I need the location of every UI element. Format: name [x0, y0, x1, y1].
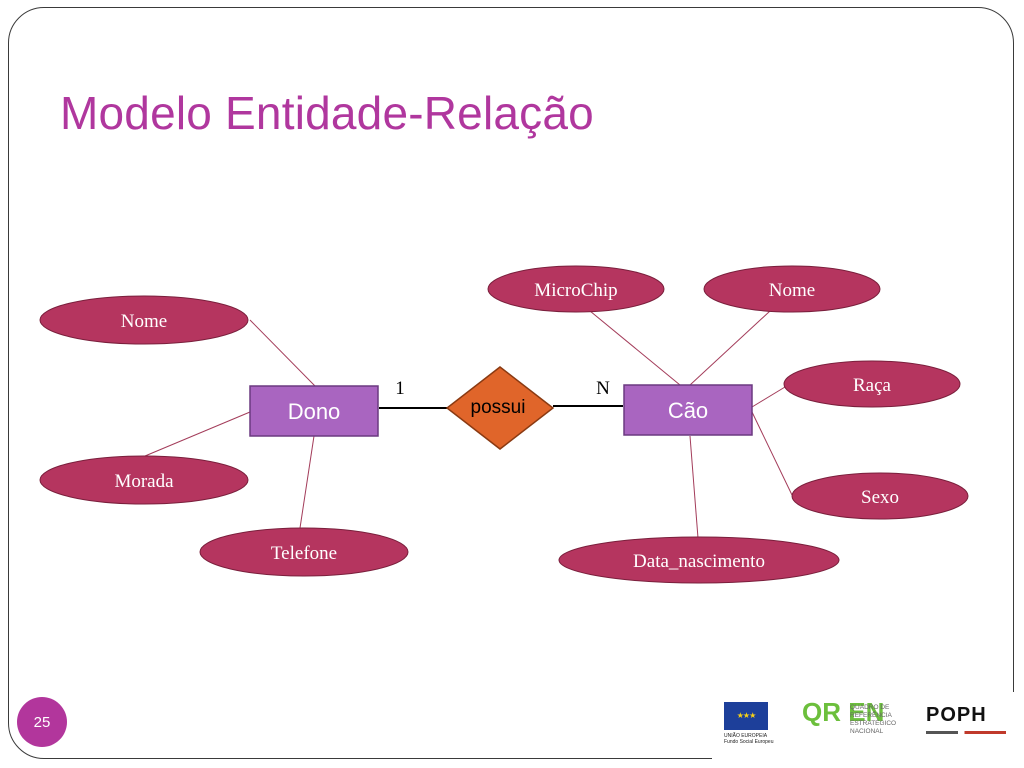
attribute-cao-microchip: MicroChip	[487, 265, 665, 313]
relationship-possui: possui	[445, 366, 555, 450]
connector-dono-telefone	[299, 435, 315, 529]
connector-cao-nome	[689, 310, 771, 386]
svg-text:Nome: Nome	[121, 311, 167, 332]
cardinality-many: N	[596, 378, 610, 399]
svg-text:Data_nascimento: Data_nascimento	[633, 551, 765, 572]
connector-cao-microchip	[589, 310, 681, 386]
svg-text:Raça: Raça	[853, 375, 892, 396]
svg-text:Morada: Morada	[114, 471, 174, 492]
slide-title: Modelo Entidade-Relação	[60, 87, 594, 139]
svg-text:Telefone: Telefone	[271, 543, 337, 564]
eu-flag-icon: ★★★	[724, 702, 768, 730]
attribute-dono-telefone: Telefone	[199, 527, 409, 577]
poph-underline	[926, 731, 1006, 734]
entity-cao: Cão	[623, 384, 753, 436]
svg-text:Sexo: Sexo	[861, 487, 899, 508]
sponsor-logos: ★★★ UNIÃO EUROPEIA Fundo Social Europeu …	[712, 692, 1024, 768]
connector-cao-sexo	[751, 411, 793, 496]
entity-dono: Dono	[249, 385, 379, 437]
svg-text:Nome: Nome	[769, 280, 815, 301]
svg-text:MicroChip: MicroChip	[534, 280, 617, 301]
eu-logo: ★★★ UNIÃO EUROPEIA Fundo Social Europeu	[724, 702, 774, 752]
connector-cao-raca	[751, 386, 786, 408]
connector-dono-nome	[249, 319, 316, 387]
svg-text:possui: possui	[471, 397, 526, 418]
svg-text:Cão: Cão	[668, 398, 708, 423]
attribute-cao-data-nascimento: Data_nascimento	[558, 536, 840, 584]
attribute-cao-sexo: Sexo	[791, 472, 969, 520]
poph-logo: POPH	[926, 704, 1012, 754]
attribute-dono-morada: Morada	[39, 455, 249, 505]
connector-dono-morada	[144, 411, 251, 457]
cardinality-one: 1	[395, 378, 405, 399]
attribute-dono-nome: Nome	[39, 295, 249, 345]
page-number-badge: 25	[17, 697, 67, 747]
qren-logo: QR EN QUADRO DE REFERÊNCIA ESTRATÉGICO N…	[802, 697, 897, 735]
connector-cao-data-nascimento	[689, 435, 699, 539]
svg-text:Dono: Dono	[288, 399, 341, 424]
attribute-cao-nome: Nome	[703, 265, 881, 313]
attribute-cao-raca: Raça	[783, 360, 961, 408]
